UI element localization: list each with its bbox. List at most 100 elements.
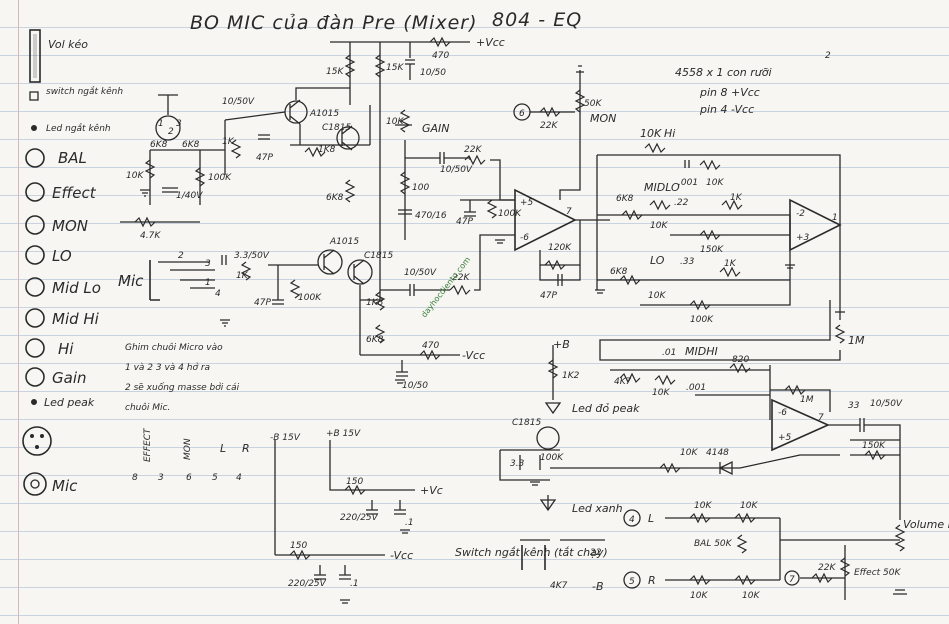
legend-midlo-label: Mid Lo [52,279,101,297]
r100k-lo-label: 100K [690,315,714,325]
r470-top-label: 470 [432,51,449,61]
c10-50v-in-label: 10/50V [222,97,255,107]
legend-switch-label: switch ngắt kênh [46,86,123,97]
opamp-1: +5 -6 7 47P 100K 120K 47P 6 22K 50K MON [456,65,616,301]
knob-icon [25,148,45,168]
led-xanh-label: Led xanh [572,502,623,515]
r10k-mh-label: 10K [652,388,670,398]
r6k8-lo-label: 6K8 [610,267,628,277]
legend-vol-label: Vol kéo [48,38,88,51]
r100k-mic-label: 100K [298,293,322,303]
gain-label: GAIN [422,122,450,135]
b15-a-label: -B 15V [270,433,301,443]
op2-pin2-label: -2 [796,209,805,219]
r6k8-in1-label: 6K8 [150,140,168,150]
bal-label: BAL 50K [694,539,733,549]
knob-icon [25,338,45,358]
r22k-mid-label: 22K [464,145,482,155]
d4148-label: 4148 [706,448,729,458]
r10k-in-label: 10K [126,171,144,181]
r10k-gain-label: 10K [386,117,404,127]
c001-hi-label: .001 [678,178,698,188]
conn-pin-6-label: 6 [186,473,192,483]
mid-stage: A1015 C1815 1K8 6K8 470 -Vcc 10/50 10/50… [317,234,515,391]
mon-label: MON [590,112,616,125]
c1-40-label: 1/40V [176,191,203,201]
c47p-mic-label: 47P [254,298,271,308]
jack-pin-3-label: 3 [205,259,211,269]
r10k-lo-label: 10K [648,291,666,301]
r1k-ml-label: 1K [730,193,743,203]
knob-icon [25,277,45,297]
pinout-note: Ghim chuôi Micro vào 1 và 2 3 và 4 hở ra… [125,342,240,413]
eq-section: 10K Hi .001 10K 6K8 MIDLO .22 1K 10K 150… [596,127,865,361]
c47p-fb-label: 47P [540,291,557,301]
legend-mon-label: MON [52,217,88,235]
xlr-pin-2-label: 2 [168,127,174,137]
c3-3-pk-label: 3.3 [510,459,525,469]
switch-label: Switch ngắt kênh (tắt chạy) [455,546,608,559]
xlr-pin-3-label: 3 [176,119,182,129]
r22k-eff-label: 22K [818,563,836,573]
jack-pin-4-label: 4 [215,289,221,299]
r6k8-b-label: 6K8 [366,335,384,345]
r150k-out-label: 150K [862,441,886,451]
op1-pin6-label: -6 [520,233,529,243]
r4k7-sw-label: 4K7 [550,581,568,591]
op1-pin7-label: 7 [566,207,572,217]
legend-gain-label: Gain [52,369,87,387]
conn-pin-5-label: 5 [212,473,218,483]
c3-3-label: 3.3/50V [234,251,270,261]
r150-a-label: 150 [346,477,363,487]
plus-b-label: +B [553,338,570,351]
r470-bot-label: 470 [422,341,439,351]
r15k-a-label: 15K [326,67,344,77]
xlr-pins-label: 1 [158,119,164,129]
vol-slider-icon [29,29,41,83]
c33-label: .33 [680,257,695,267]
vc-plus-label: +Vc [420,484,443,497]
r10k-l2-label: 10K [740,501,758,511]
led-peak-label: Led đỏ peak [572,402,640,415]
conn-mon-label: MON [183,438,193,460]
node-5-label: 5 [629,577,635,587]
c10-50v-mid-label: 10/50V [440,165,473,175]
r10k-r2-label: 10K [742,591,760,601]
legend-effect-label: Effect [52,184,97,202]
node-7-label: 7 [789,575,795,585]
r6k8-in2-label: 6K8 [182,140,200,150]
c470-16-label: 470/16 [415,211,447,221]
op3-pin6-label: -6 [778,408,787,418]
r100k-in-label: 100K [208,173,232,183]
ic-note-sup: 2 [825,51,831,61]
conn-l-label: L [220,442,226,455]
knob-icon [25,182,45,202]
c1-b-label: .1 [350,579,359,589]
r4k7-mh-label: 4K7 [614,377,632,387]
r150k-ml-label: 150K [700,245,724,255]
op3-pin7-label: 7 [818,413,824,423]
jack-pin-1-label: 1 [205,278,211,288]
legend-bal-label: BAL [58,149,87,167]
r100k-op-label: 100K [498,209,522,219]
b15-b-label: +B 15V [326,429,361,439]
r1k2-label: 1K2 [562,371,580,381]
conn-pin-3-label: 3 [158,473,164,483]
minus-b-label: -B [592,580,604,593]
r15k-b-label: 15K [386,63,404,73]
node-6-label: 6 [519,109,525,119]
conn-r-label: R [242,442,250,455]
r4k7-in-label: 4.7K [140,231,161,241]
q-a1015-mid-label: A1015 [329,237,359,247]
c10-50v-out-label: 10/50V [870,399,903,409]
knob-icon [25,308,45,328]
model-number: 804 - EQ [492,9,582,31]
c10-50-bot-label: 10/50 [402,381,428,391]
power-filter: -B 15V +B 15V +Vc 150 220/25V .1 -Vcc 15… [132,427,443,589]
c10-50-top-label: 10/50 [420,68,446,78]
r1m-fb-label: 1M [800,395,814,405]
mic-input-section: 1 2 3 6K8 6K8 10K 1/40V 100K 4.7K 1K 47P… [118,94,322,308]
midlo-label: MIDLO [644,181,680,194]
